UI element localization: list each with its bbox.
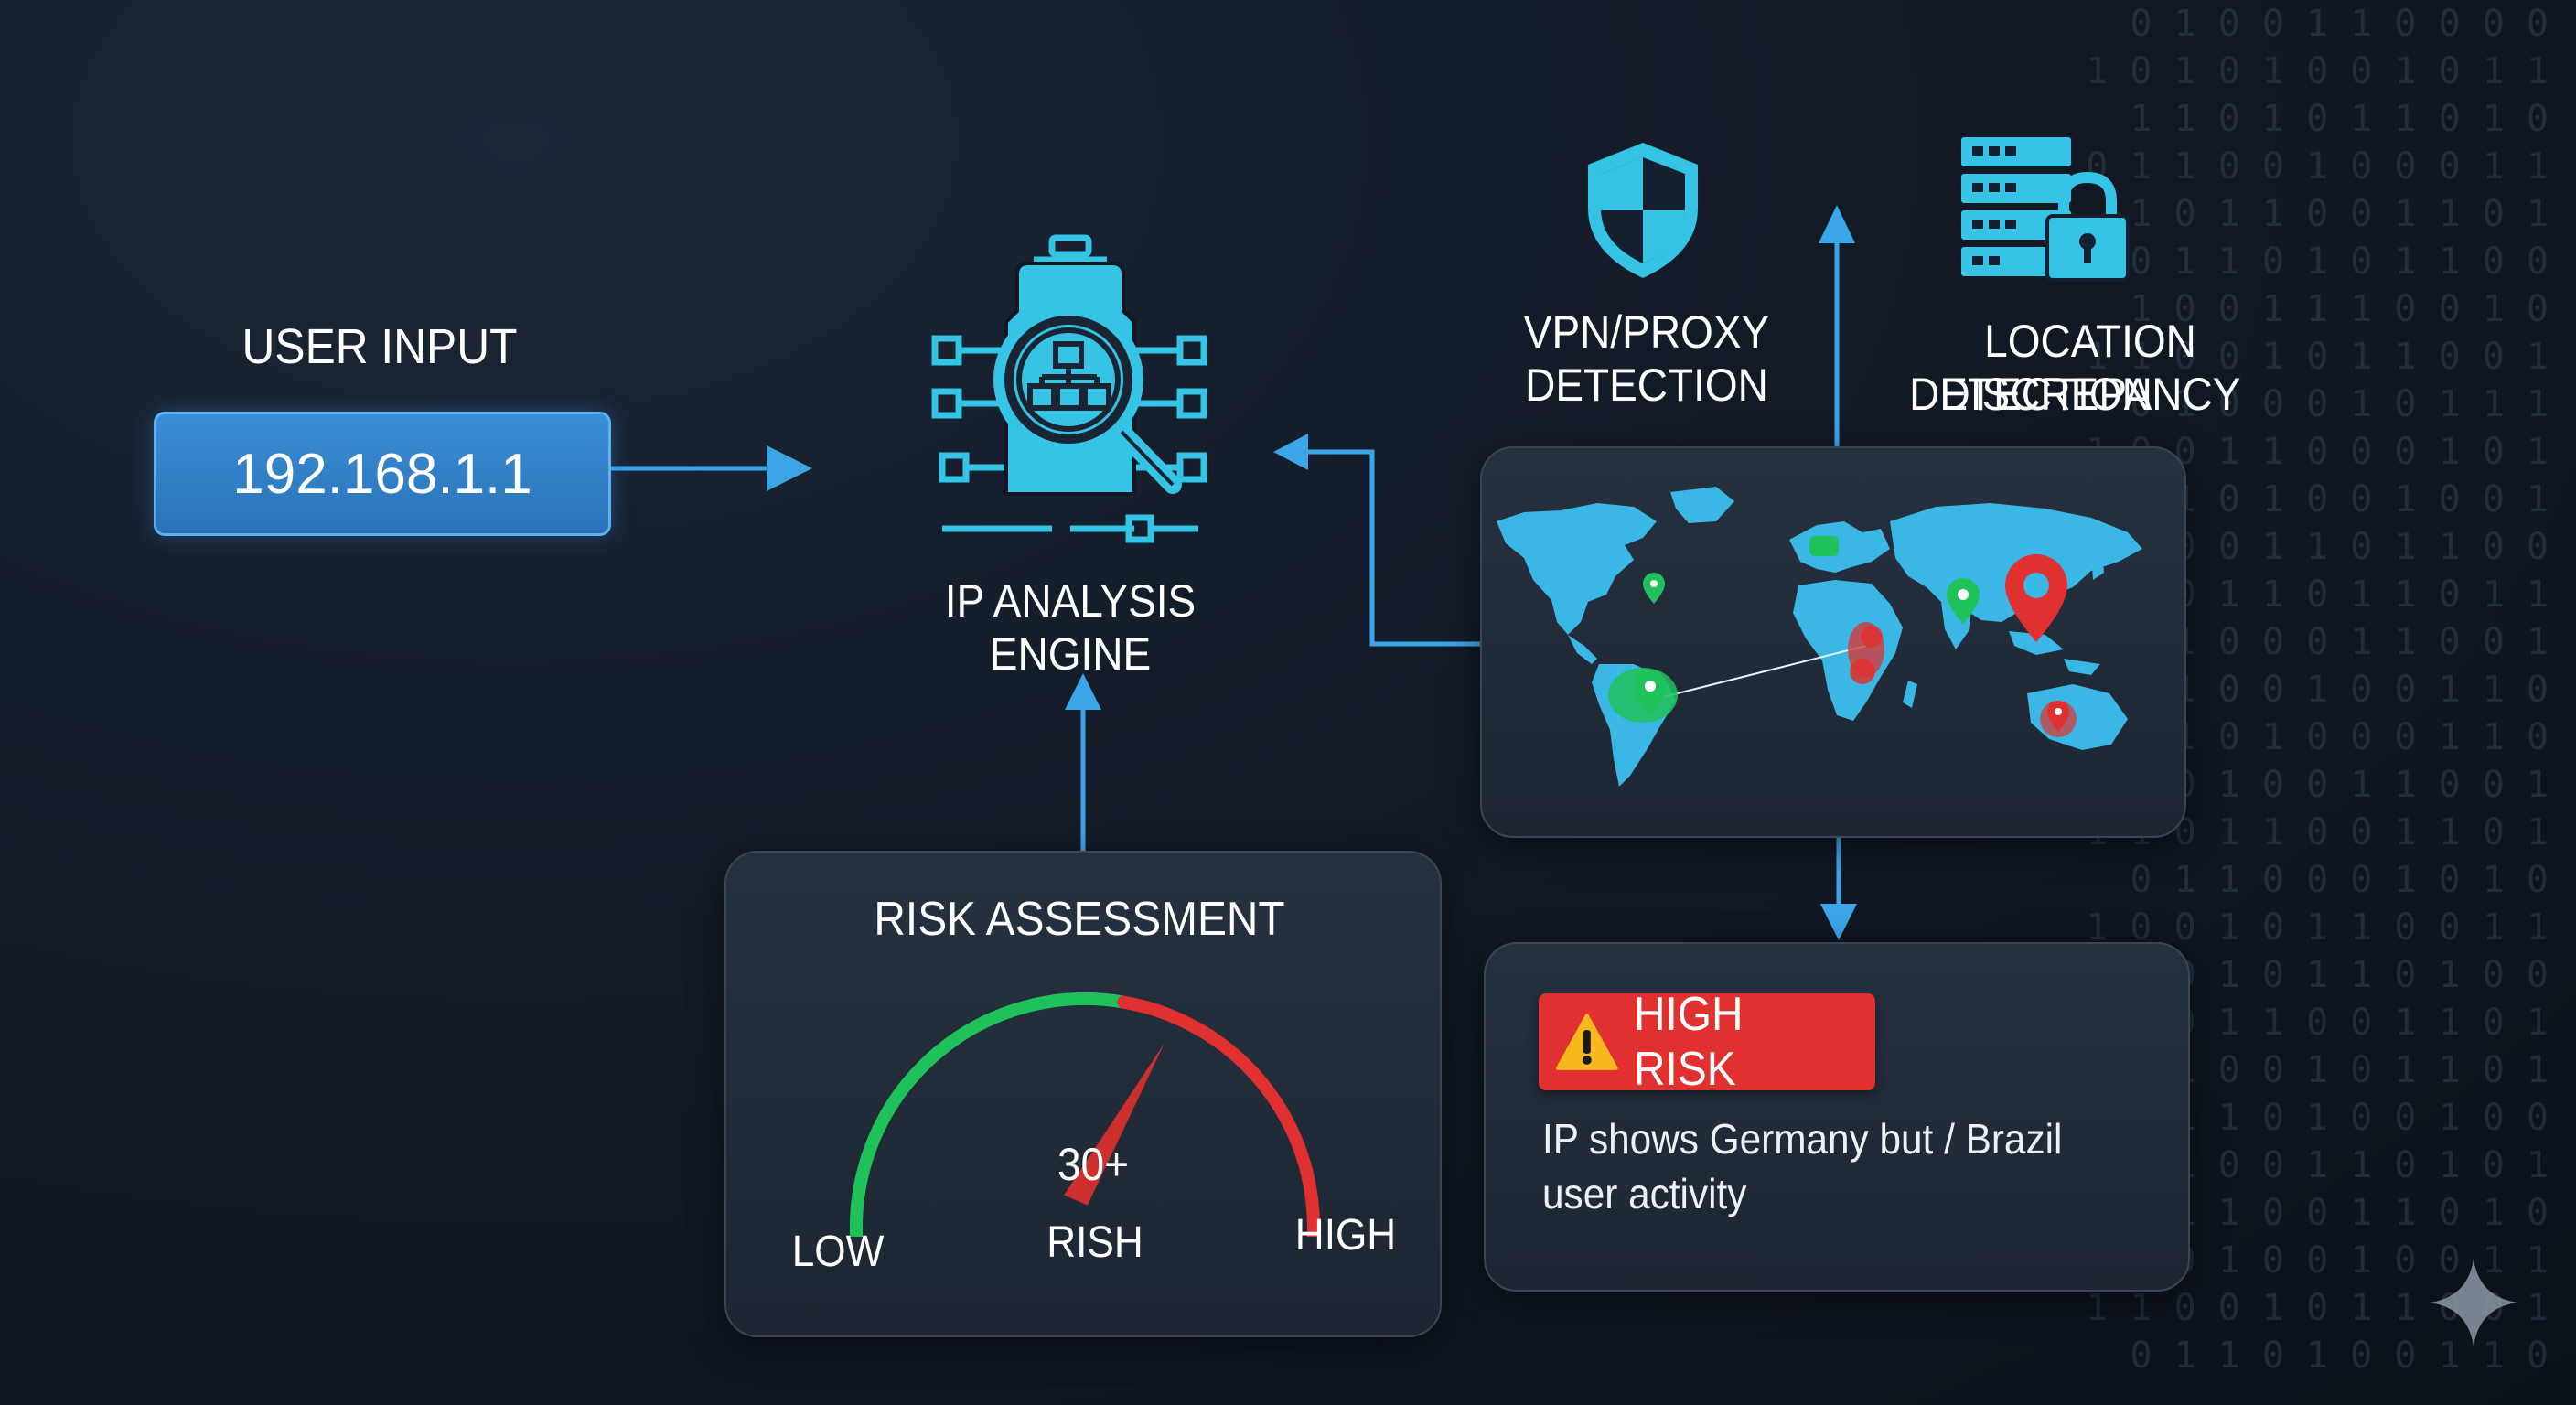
engine-title: IP ANALYSIS ENGINE (944, 575, 1197, 680)
gauge-low-label: LOW (791, 1228, 885, 1276)
warning-icon (1555, 1014, 1618, 1070)
world-map-icon (1497, 487, 2142, 787)
gauge-arc-low (850, 992, 1131, 1237)
shield-icon (1588, 143, 1698, 278)
gauge-arc-high (1117, 995, 1320, 1237)
magnifier-network-icon (931, 234, 1208, 543)
server-lock-icon (1961, 137, 2130, 282)
high-risk-label: HIGH RISK (1633, 988, 1744, 1096)
gauge-value: 30+ (1057, 1139, 1130, 1190)
user-input-title: USER INPUT (242, 319, 518, 374)
location-title-line2: DETECTION (1909, 369, 2152, 420)
gauge-needle (1064, 1042, 1165, 1206)
ip-address-field[interactable]: 192.168.1.1 (154, 412, 611, 536)
high-risk-badge: HIGH RISK (1539, 988, 1875, 1096)
risk-title: RISK ASSESSMENT (874, 893, 1285, 946)
gauge-mid-label: RISH (1046, 1218, 1143, 1267)
sparkle-logo-icon (2430, 1259, 2517, 1346)
vpn-title-line1: VPN/PROXY (1523, 306, 1770, 358)
risk-gauge (850, 992, 1320, 1237)
arrow-map-to-engine (1297, 449, 1480, 647)
location-title-line1: LOCATION DISCREPANCY (1939, 316, 2241, 420)
vpn-title-line2: DETECTION (1525, 359, 1768, 411)
risk-assessment-panel (724, 851, 1442, 1337)
alert-message: IP shows Germany but / Brazil user activ… (1542, 1115, 2063, 1217)
gauge-high-label: HIGH (1294, 1211, 1397, 1260)
